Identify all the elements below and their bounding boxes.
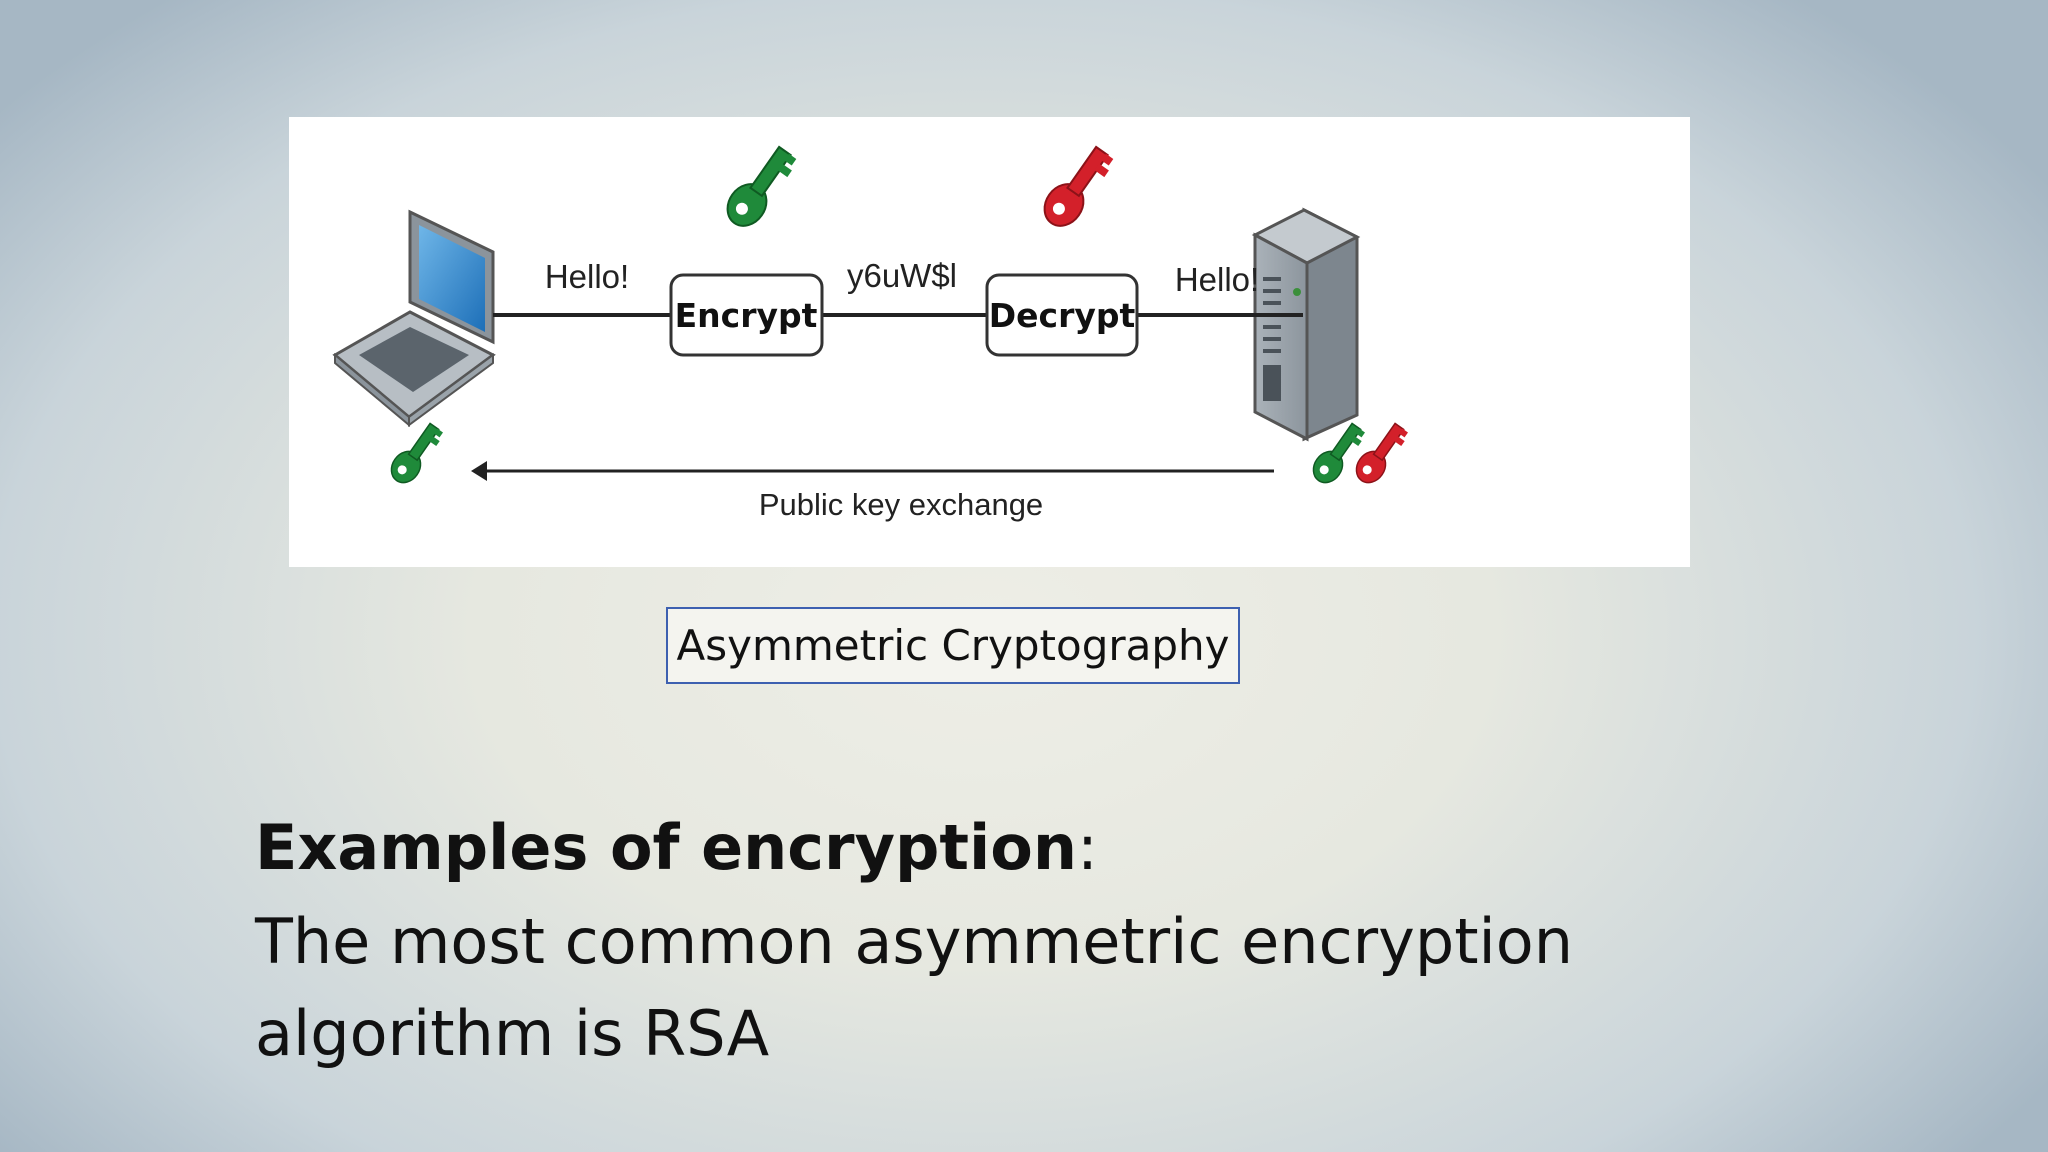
body-line-2: algorithm is RSA xyxy=(255,997,770,1070)
caption-box: Asymmetric Cryptography xyxy=(666,607,1240,684)
laptop-icon xyxy=(332,209,496,428)
exchange-label: Public key exchange xyxy=(759,487,1043,522)
encrypt-label: Encrypt xyxy=(675,296,818,335)
public-key-icon xyxy=(390,422,443,484)
private-key-icon xyxy=(1043,145,1114,227)
body-text: Examples of encryption: The most common … xyxy=(255,800,1755,1080)
decrypt-label: Decrypt xyxy=(989,296,1136,335)
caption-text: Asymmetric Cryptography xyxy=(676,621,1230,670)
server-icon xyxy=(1251,207,1361,442)
plaintext-right-label: Hello! xyxy=(1175,261,1259,298)
private-key-icon xyxy=(1355,422,1408,484)
encrypt-box xyxy=(669,273,824,357)
public-key-icon xyxy=(1312,422,1365,484)
body-heading-suffix: : xyxy=(1077,811,1098,884)
decrypt-box xyxy=(985,273,1139,357)
body-heading-bold: Examples of encryption xyxy=(255,811,1078,884)
body-line-1: The most common asymmetric encryption xyxy=(255,905,1573,978)
ciphertext-label: y6uW$l xyxy=(847,257,957,294)
arrowhead xyxy=(471,461,487,481)
asymmetric-cryptography-diagram: Encrypt Decrypt Hello! y6uW$l Hello! xyxy=(289,117,1690,567)
public-key-icon xyxy=(726,145,797,227)
plaintext-left-label: Hello! xyxy=(545,258,629,295)
body-heading: Examples of encryption: xyxy=(255,800,1755,896)
